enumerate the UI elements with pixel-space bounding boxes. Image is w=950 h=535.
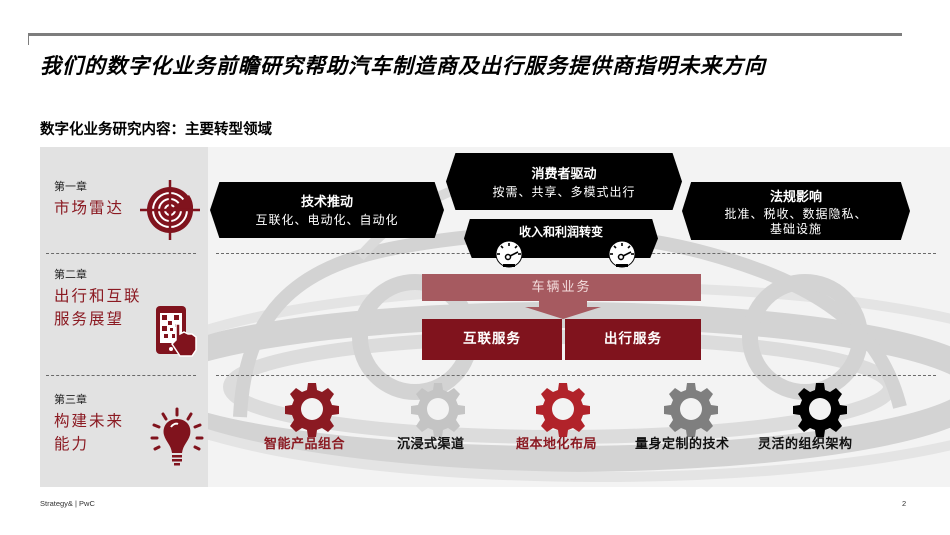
revenue-shift-heading: 收入和利润转变 xyxy=(518,225,603,239)
down-arrow-icon xyxy=(525,301,601,319)
speedometer-icon xyxy=(495,240,523,268)
row-divider xyxy=(46,253,196,254)
capability-label-tailored-tech: 量身定制的技术 xyxy=(635,437,730,452)
title-rule xyxy=(28,33,902,36)
section-subtitle: 数字化业务研究内容：主要转型领域 xyxy=(40,121,272,138)
chapter-2-title-line-2: 服务展望 xyxy=(54,310,125,328)
page-number: 2 xyxy=(902,499,907,508)
tech-push-heading: 技术推动 xyxy=(300,195,353,210)
chapter-3-title-line-2: 能力 xyxy=(54,435,90,453)
page-title: 我们的数字化业务前瞻研究帮助汽车制造商及出行服务提供商指明未来方向 xyxy=(40,53,766,78)
row-divider xyxy=(46,375,196,376)
transformation-panel: 第一章 市场雷达 第二章 出行和互联 服务展望 第三章 构建未来 能力 xyxy=(40,147,950,487)
title-rule-tick xyxy=(28,33,29,45)
chapter-3-title-line-1: 构建未来 xyxy=(54,412,125,430)
mobility-services-box: 出行服务 xyxy=(565,319,701,360)
tech-push-detail: 互联化、电动化、自动化 xyxy=(255,213,399,227)
consumer-driven-detail: 按需、共享、多模式出行 xyxy=(492,185,636,199)
regulation-box: 法规影响 批准、税收、数据隐私、 基础设施 xyxy=(682,182,910,240)
capability-label-hyper-local: 超本地化布局 xyxy=(516,437,598,452)
regulation-detail-line-1: 批准、税收、数据隐私、 xyxy=(724,207,868,221)
gear-icon-immersive-channels xyxy=(411,383,465,437)
consumer-driven-heading: 消费者驱动 xyxy=(531,167,597,182)
footer-brand: Strategy& | PwC xyxy=(40,499,95,508)
speedometer-icon xyxy=(608,240,636,268)
connected-services-box: 互联服务 xyxy=(422,319,562,360)
gear-icon-hyper-local xyxy=(536,383,590,437)
capability-label-smart-portfolio: 智能产品组合 xyxy=(264,437,346,452)
chapter-2-title-line-1: 出行和互联 xyxy=(54,287,142,305)
connected-services-label: 互联服务 xyxy=(463,331,521,347)
capability-label-agile-org: 灵活的组织架构 xyxy=(758,437,853,452)
capability-label-immersive-channels: 沉浸式渠道 xyxy=(397,437,465,452)
chapter-2-number: 第二章 xyxy=(54,268,87,281)
mobile-qr-touch-icon xyxy=(156,306,197,357)
consumer-driven-box: 消费者驱动 按需、共享、多模式出行 xyxy=(446,153,682,210)
mobility-services-label: 出行服务 xyxy=(604,331,662,347)
chapter-1-number: 第一章 xyxy=(54,180,87,193)
gear-icon-tailored-tech xyxy=(664,383,718,437)
regulation-detail-line-2: 基础设施 xyxy=(769,222,822,236)
tech-push-box: 技术推动 互联化、电动化、自动化 xyxy=(210,182,444,238)
vehicle-business-bar: 车辆业务 xyxy=(422,274,701,301)
chapter-1-title: 市场雷达 xyxy=(54,199,125,217)
radar-target-icon xyxy=(140,180,200,240)
vehicle-business-label: 车辆业务 xyxy=(531,280,592,295)
regulation-heading: 法规影响 xyxy=(769,190,822,205)
gear-icon-smart-portfolio xyxy=(285,383,339,437)
lightbulb-icon xyxy=(150,407,204,466)
chapter-3-number: 第三章 xyxy=(54,393,87,406)
row-divider xyxy=(216,375,936,376)
gear-icon-agile-org xyxy=(793,383,847,437)
